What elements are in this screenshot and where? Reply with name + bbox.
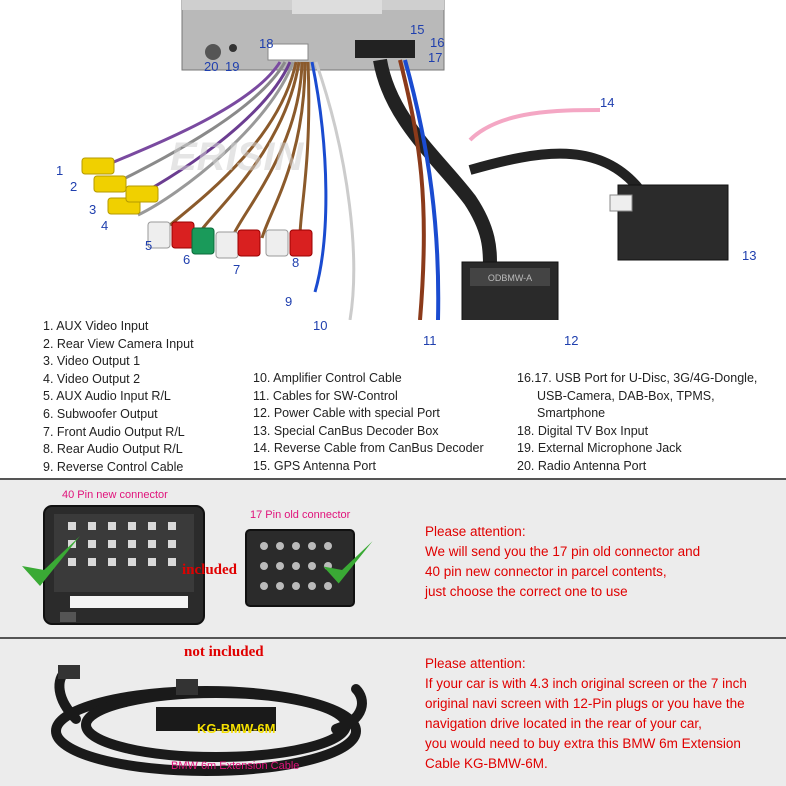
radio-antenna-port-icon xyxy=(205,44,221,60)
label-10: 10 xyxy=(313,318,328,333)
canbus-decoder-plug xyxy=(609,194,633,212)
legend-item: 2. Rear View Camera Input xyxy=(43,336,194,351)
label-9: 9 xyxy=(285,294,293,309)
included-label: included xyxy=(182,562,238,578)
attention-line: We will send you the 17 pin old connecto… xyxy=(425,544,701,559)
connector-panel: 40 Pin new connector included 17 Pin old… xyxy=(0,480,786,637)
label-1: 1 xyxy=(56,163,64,178)
legend-item: 9. Reverse Control Cable xyxy=(43,459,184,474)
cable-caption: BMW 6m Extension Cable xyxy=(171,760,300,772)
main-socket xyxy=(355,40,415,58)
extension-cable-panel: not included KG-BMW-6M BMW 6m Extension … xyxy=(0,639,786,786)
legend-item: 16.17. USB Port for U-Disc, 3G/4G-Dongle… xyxy=(517,371,758,385)
attention-line: Please attention: xyxy=(425,656,526,671)
legend-item: 13. Special CanBus Decoder Box xyxy=(253,423,439,438)
legend-item: 19. External Microphone Jack xyxy=(517,441,682,456)
divider-2 xyxy=(0,637,786,639)
attention-line: 40 pin new connector in parcel contents, xyxy=(425,564,667,579)
legend-item: 6. Subwoofer Output xyxy=(43,406,158,421)
attention-line: navigation drive located in the rear of … xyxy=(425,716,702,731)
legend-item: 15. GPS Antenna Port xyxy=(253,458,376,473)
label-11: 11 xyxy=(423,333,437,348)
canbus-decoder-box xyxy=(617,184,729,261)
main-harness xyxy=(373,58,644,320)
wiring-diagram: ODBMW-A ERISIN 1 2 3 4 5 6 7 8 9 10 11 1… xyxy=(43,0,758,476)
check-40pin-icon xyxy=(22,536,80,586)
legend-item: Smartphone xyxy=(537,406,606,421)
mic-jack-icon xyxy=(229,44,237,52)
not-included-label: not included xyxy=(184,644,264,660)
head-unit-sticker xyxy=(292,0,382,14)
label-12: 12 xyxy=(564,333,579,348)
cable-tag: KG-BMW-6M xyxy=(197,721,276,736)
legend-item: 5. AUX Audio Input R/L xyxy=(43,389,171,404)
label-14: 14 xyxy=(600,95,615,110)
rca-wires xyxy=(99,61,356,320)
extension-cable-icon xyxy=(51,665,367,776)
label-17: 17 xyxy=(428,50,443,65)
attention-line: Cable KG-BMW-6M. xyxy=(425,756,548,771)
label-18: 18 xyxy=(259,36,274,51)
legend-item: 10. Amplifier Control Cable xyxy=(253,371,402,385)
power-connector-label: ODBMW-A xyxy=(488,273,532,283)
legend-item: 7. Front Audio Output R/L xyxy=(43,424,185,439)
legend-item: 20. Radio Antenna Port xyxy=(517,458,647,473)
label-2: 2 xyxy=(70,179,78,194)
legend-item: 12. Power Cable with special Port xyxy=(253,406,440,421)
legend-item: 8. Rear Audio Output R/L xyxy=(43,442,183,457)
legend-column-2: 10. Amplifier Control Cable 11. Cables f… xyxy=(253,370,484,476)
label-13: 13 xyxy=(742,248,757,263)
legend-item: 4. Video Output 2 xyxy=(43,371,141,386)
legend-item: USB-Camera, DAB-Box, TPMS, xyxy=(537,388,715,403)
legend-item: 14. Reverse Cable from CanBus Decoder xyxy=(253,441,484,456)
label-17pin: 17 Pin old connector xyxy=(250,509,351,521)
divider-1 xyxy=(0,478,786,480)
tv-box-socket xyxy=(267,43,309,61)
attention-note-2: Please attention: If your car is with 4.… xyxy=(425,654,747,774)
legend-item: 3. Video Output 1 xyxy=(43,354,141,369)
label-19: 19 xyxy=(225,59,240,74)
legend-column-1: 1. AUX Video Input 2. Rear View Camera I… xyxy=(43,318,194,476)
label-40pin: 40 Pin new connector xyxy=(62,489,168,501)
harness-illustration: ODBMW-A ERISIN xyxy=(81,0,729,320)
attention-line: If your car is with 4.3 inch original sc… xyxy=(425,676,747,691)
attention-line: Please attention: xyxy=(425,524,526,539)
legend-column-3: 16.17. USB Port for U-Disc, 3G/4G-Dongle… xyxy=(517,370,757,476)
label-6: 6 xyxy=(183,252,191,267)
label-5: 5 xyxy=(145,238,153,253)
label-4: 4 xyxy=(101,218,109,233)
label-15: 15 xyxy=(410,22,425,37)
label-16: 16 xyxy=(430,35,445,50)
check-17pin-icon xyxy=(323,541,373,584)
label-8: 8 xyxy=(292,255,300,270)
label-20: 20 xyxy=(204,59,219,74)
legend-item: 18. Digital TV Box Input xyxy=(517,423,649,438)
attention-line: just choose the correct one to use xyxy=(425,584,628,599)
attention-note-1: Please attention: We will send you the 1… xyxy=(425,522,700,602)
connector-17pin-icon xyxy=(245,529,355,607)
rca-plugs xyxy=(81,157,313,259)
power-connector-label-bg xyxy=(470,268,550,286)
label-7: 7 xyxy=(233,262,241,277)
attention-line: original navi screen with 12-Pin plugs o… xyxy=(425,696,745,711)
connector-40pin-icon xyxy=(43,505,205,625)
label-3: 3 xyxy=(89,202,97,217)
brand-watermark: ERISIN xyxy=(170,135,304,179)
attention-line: you would need to buy extra this BMW 6m … xyxy=(425,736,741,751)
legend-item: 11. Cables for SW-Control xyxy=(253,388,398,403)
legend-item: 1. AUX Video Input xyxy=(43,319,149,333)
